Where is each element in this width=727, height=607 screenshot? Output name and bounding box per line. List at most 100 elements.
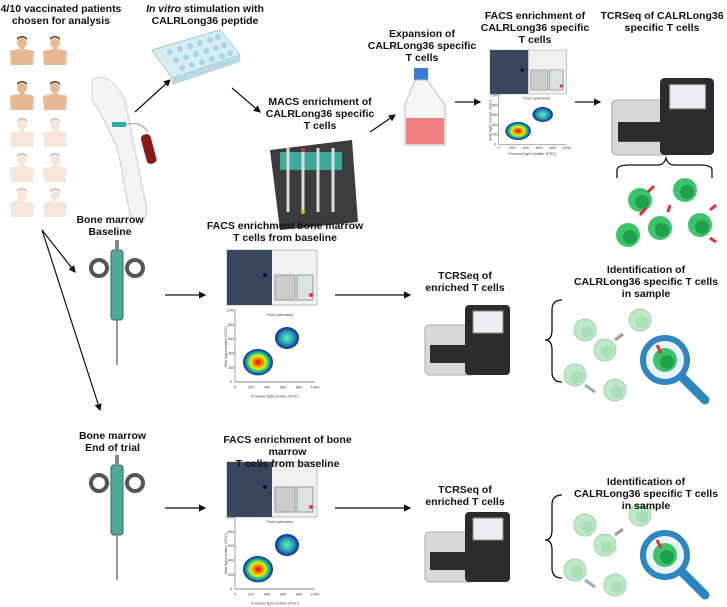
flow-plot-baseline bbox=[234, 309, 316, 383]
specific-t-cells-icon bbox=[616, 178, 717, 247]
y-tick-label: 0 bbox=[230, 586, 233, 591]
label-text: stimulation with bbox=[181, 3, 264, 15]
y-tick-label: 1000 bbox=[227, 515, 237, 520]
arm-blood-draw-icon bbox=[91, 77, 157, 226]
plot-title: Flow cytometry bbox=[267, 519, 294, 524]
label-line: chosen for analysis bbox=[11, 15, 111, 27]
y-tick-label: 0 bbox=[494, 141, 497, 146]
plot-xlabel: Forward light scatter (FSC) bbox=[251, 600, 300, 605]
label-line: T cells bbox=[405, 52, 439, 64]
plot-ylabel: Side light scatter (SSC) bbox=[223, 532, 228, 574]
flow-plot-end bbox=[234, 516, 316, 590]
x-tick-label: 1000 bbox=[311, 385, 321, 390]
label-line: FACS enrichment of bbox=[484, 10, 586, 22]
label-line: CALRLong36 specific T cells bbox=[573, 488, 719, 500]
label-line: Bone marrow bbox=[76, 214, 144, 226]
label-line: CALRLong36 specific bbox=[367, 40, 477, 52]
label-line: MACS enrichment of bbox=[268, 96, 372, 108]
well-plate-icon bbox=[151, 29, 241, 85]
plot-xlabel: Forward light scatter (FSC) bbox=[508, 151, 557, 156]
macs-rack-icon bbox=[270, 140, 358, 230]
x-tick-label: 400 bbox=[264, 592, 271, 597]
y-tick-label: 800 bbox=[492, 102, 499, 107]
y-tick-label: 0 bbox=[230, 379, 233, 384]
y-tick-label: 600 bbox=[492, 112, 499, 117]
label-line: T cells from baseline bbox=[233, 232, 337, 244]
label-line: enriched T cells bbox=[425, 496, 505, 508]
x-tick-label: 800 bbox=[296, 385, 303, 390]
plot-ylabel: Side light scatter (SSC) bbox=[488, 99, 493, 141]
x-tick-label: 600 bbox=[536, 145, 543, 150]
x-tick-label: 200 bbox=[248, 592, 255, 597]
identification-mid-icon bbox=[564, 309, 705, 401]
plot-xlabel: Forward light scatter (FSC) bbox=[251, 393, 300, 398]
bone-marrow-syringe-end-icon bbox=[89, 453, 145, 582]
label-line: FACS enrichment bone marrow bbox=[206, 220, 364, 232]
label-line: TCRSeq of bbox=[438, 270, 492, 282]
y-tick-label: 200 bbox=[492, 132, 499, 137]
facs-sorter-end-icon bbox=[226, 461, 318, 518]
y-tick-label: 800 bbox=[228, 322, 235, 327]
label-line: specific T cells bbox=[624, 22, 700, 34]
brace-bot bbox=[544, 494, 563, 579]
brace-mid bbox=[544, 299, 563, 383]
x-tick-label: 400 bbox=[522, 145, 529, 150]
label-line: Baseline bbox=[88, 226, 132, 238]
y-tick-label: 1000 bbox=[227, 308, 237, 313]
x-tick-label: 800 bbox=[550, 145, 557, 150]
label-line: Identification of bbox=[606, 264, 686, 276]
y-tick-label: 800 bbox=[228, 529, 235, 534]
y-tick-label: 400 bbox=[492, 122, 499, 127]
label-line: In vitro stimulation with bbox=[140, 3, 270, 15]
label-line: End of trial bbox=[85, 442, 140, 454]
label-line: in sample bbox=[621, 288, 671, 300]
y-tick-label: 200 bbox=[228, 365, 235, 370]
x-tick-label: 400 bbox=[264, 385, 271, 390]
flow-arrows bbox=[41, 79, 602, 512]
patients-icon bbox=[10, 36, 67, 217]
label-line: TCRSeq of bbox=[438, 484, 492, 496]
y-tick-label: 600 bbox=[228, 543, 235, 548]
x-tick-label: 1000 bbox=[311, 592, 321, 597]
label-line: T cells bbox=[303, 120, 337, 132]
label-italic: In vitro bbox=[146, 3, 182, 15]
brace-top bbox=[616, 155, 713, 178]
x-tick-label: 200 bbox=[248, 385, 255, 390]
plot-title: Flow cytometry bbox=[267, 312, 294, 317]
label-line: CALRLong36 specific T cells bbox=[573, 276, 719, 288]
y-tick-label: 1000 bbox=[491, 93, 501, 98]
label-line: enriched T cells bbox=[425, 282, 505, 294]
identification-bot-icon bbox=[564, 504, 705, 596]
x-tick-label: 200 bbox=[509, 145, 516, 150]
x-tick-label: 800 bbox=[296, 592, 303, 597]
label-line: Expansion of bbox=[389, 28, 455, 40]
sequencer-bot-icon bbox=[424, 511, 511, 583]
label-line: in sample bbox=[621, 500, 671, 512]
label-line: CALRLong36 specific bbox=[265, 108, 375, 120]
x-tick-label: 600 bbox=[280, 592, 287, 597]
y-tick-label: 400 bbox=[228, 351, 235, 356]
label-line: 4/10 vaccinated patients bbox=[0, 3, 122, 15]
plot-title: Flow cytometry bbox=[523, 96, 550, 101]
x-tick-label: 0 bbox=[497, 145, 500, 150]
x-tick-label: 1000 bbox=[562, 145, 572, 150]
flow-plot-top bbox=[498, 95, 567, 145]
y-tick-label: 200 bbox=[228, 572, 235, 577]
label-line: T cells from baseline bbox=[235, 458, 340, 470]
